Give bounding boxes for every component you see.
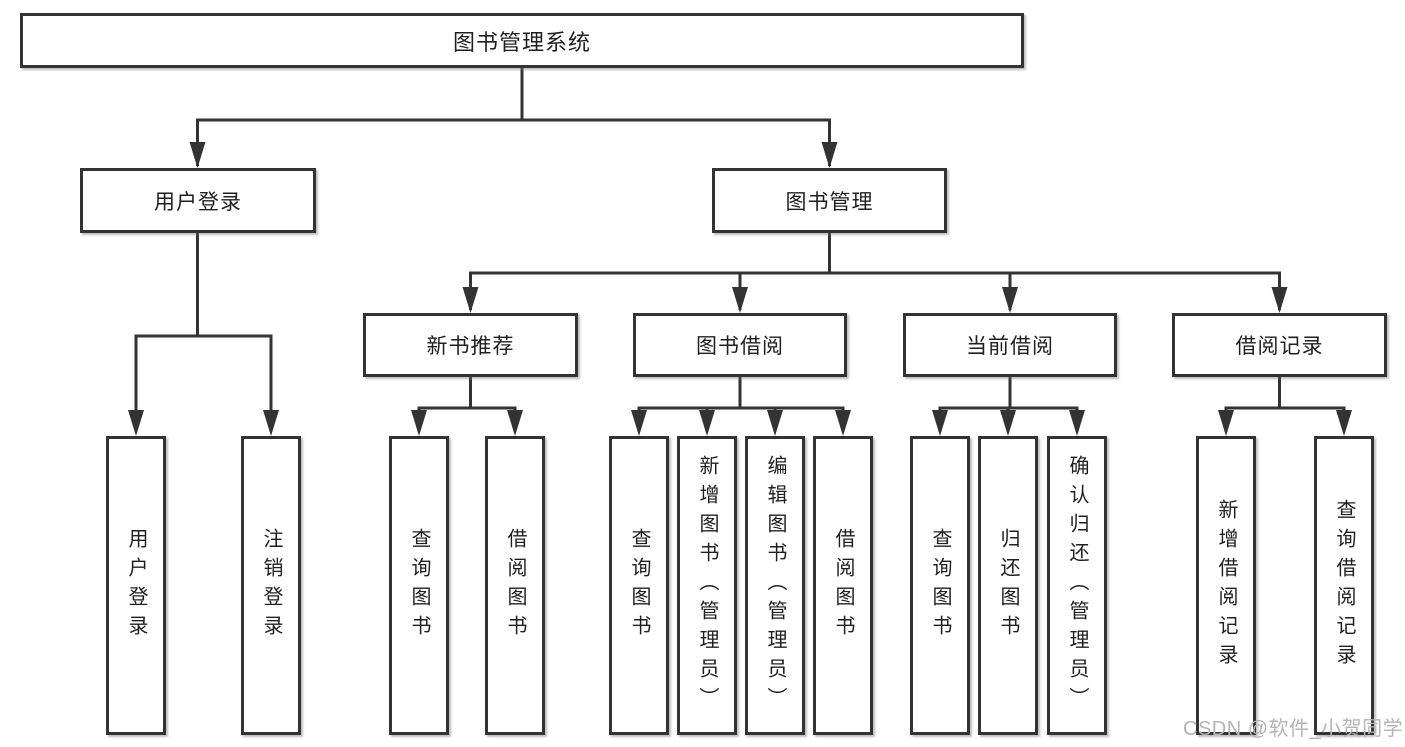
leaf-label: 归还图书 [997, 527, 1019, 644]
node-label: 借阅记录 [1235, 335, 1324, 358]
leaf-logout: 注销登录 [241, 436, 301, 735]
leaf-label: 注销登录 [260, 527, 282, 644]
leaf-query-books-recommend: 查询图书 [389, 436, 449, 735]
node-book-management: 图书管理 [712, 168, 947, 233]
leaf-add-borrow-record: 新增借阅记录 [1196, 436, 1256, 735]
leaf-label: 借阅图书 [504, 527, 526, 644]
leaf-confirm-return-admin: 确认归还（管理员） [1047, 436, 1107, 735]
leaf-borrow-books-recommend: 借阅图书 [485, 436, 545, 735]
leaf-label: 查询借阅记录 [1333, 498, 1355, 673]
node-root: 图书管理系统 [20, 13, 1024, 68]
watermark: CSDN @软件_小贺同学 [1183, 718, 1404, 740]
leaf-query-borrow-record: 查询借阅记录 [1314, 436, 1374, 735]
leaf-label: 查询图书 [408, 527, 430, 644]
node-borrow-records: 借阅记录 [1172, 313, 1387, 377]
leaf-query-books-borrow: 查询图书 [609, 436, 669, 735]
node-label: 当前借阅 [966, 335, 1054, 358]
node-user-login: 用户登录 [80, 168, 316, 233]
leaf-label: 查询图书 [628, 527, 650, 644]
leaf-label: 借阅图书 [832, 527, 854, 644]
leaf-label: 查询图书 [929, 527, 951, 644]
node-label: 用户登录 [154, 190, 242, 214]
leaf-add-book-admin: 新增图书（管理员） [677, 436, 737, 735]
leaf-borrow-books: 借阅图书 [813, 436, 873, 735]
leaf-label: 编辑图书（管理员） [764, 455, 786, 716]
node-label: 图书借阅 [696, 335, 784, 358]
leaf-label: 确认归还（管理员） [1066, 455, 1088, 716]
leaf-return-books: 归还图书 [978, 436, 1038, 735]
leaf-edit-book-admin: 编辑图书（管理员） [745, 436, 805, 735]
node-label: 图书管理 [785, 190, 874, 214]
node-book-borrow: 图书借阅 [633, 313, 847, 377]
leaf-query-books-current: 查询图书 [910, 436, 970, 735]
node-label: 新书推荐 [426, 335, 515, 358]
leaf-label: 用户登录 [125, 527, 147, 644]
node-current-borrow: 当前借阅 [903, 313, 1117, 377]
leaf-label: 新增借阅记录 [1215, 498, 1237, 673]
node-label: 图书管理系统 [452, 29, 591, 55]
node-new-book-recommend: 新书推荐 [363, 313, 578, 377]
leaf-label: 新增图书（管理员） [696, 455, 718, 716]
leaf-user-login: 用户登录 [106, 436, 166, 735]
